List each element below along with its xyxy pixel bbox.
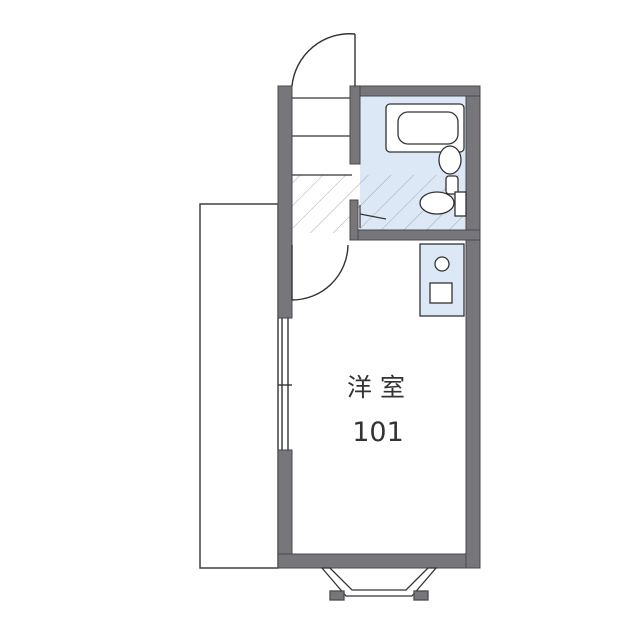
room-door-icon xyxy=(291,244,349,301)
room-number-label: 101 xyxy=(352,417,404,448)
kitchen-sink-icon xyxy=(429,282,453,304)
kitchenette xyxy=(419,243,465,317)
sliding-window xyxy=(278,318,292,450)
entry-door-icon xyxy=(291,33,356,87)
washbasin-icon xyxy=(419,191,467,217)
toilet-icon xyxy=(438,145,462,195)
room-type-label: 洋 室 xyxy=(347,373,405,402)
balcony xyxy=(199,203,279,569)
bath-door-icon xyxy=(359,205,387,228)
stove-icon xyxy=(434,256,450,272)
walls xyxy=(277,85,481,569)
closet-shelves xyxy=(292,97,352,176)
bay-window-icon xyxy=(320,567,438,601)
bathtub-icon xyxy=(385,103,465,153)
